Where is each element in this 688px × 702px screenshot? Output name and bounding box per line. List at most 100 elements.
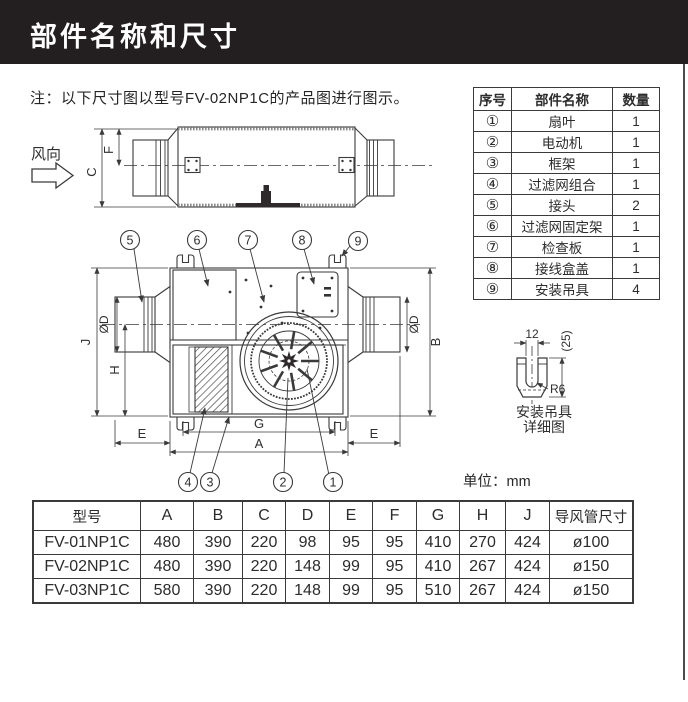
svg-text:9: 9: [355, 235, 362, 249]
fan-body-side: [124, 126, 432, 208]
duct-size: ø100: [549, 530, 634, 555]
cell: 410: [416, 554, 460, 579]
cell: 95: [372, 578, 417, 604]
cell: 510: [416, 578, 460, 604]
parts-table-header-row: 序号 部件名称 数量: [473, 87, 660, 111]
part-no: ②: [473, 131, 512, 153]
dim-label-b: B: [428, 338, 443, 347]
page-title: 部件名称和尺寸: [30, 22, 240, 52]
dim-label-c: C: [84, 167, 99, 176]
col-header-a: A: [140, 500, 194, 531]
table-row: FV-01NP1C 480 390 220 98 95 95 410 270 4…: [32, 530, 634, 555]
page-header-bar: 部件名称和尺寸: [0, 0, 688, 64]
note-text: 注：以下尺寸图以型号FV-02NP1C的产品图进行图示。: [30, 90, 410, 107]
side-view-dimensions: C F: [84, 128, 176, 208]
cell: 220: [242, 554, 286, 579]
col-header-d: D: [285, 500, 330, 531]
part-qty: 1: [612, 215, 660, 237]
dim-label-e-right: E: [370, 426, 379, 441]
part-qty: 1: [612, 257, 660, 279]
part-name: 过滤网组合: [511, 173, 613, 195]
part-no: ⑧: [473, 257, 512, 279]
cell: 98: [285, 530, 330, 555]
dim-label-f: F: [101, 146, 116, 154]
part-name: 扇叶: [511, 110, 613, 132]
dim-label-h: H: [107, 365, 122, 374]
dim-label-25: (25): [559, 330, 573, 351]
svg-text:5: 5: [127, 234, 134, 248]
cell: 95: [329, 530, 373, 555]
callout-7: 7: [237, 229, 259, 251]
model-name: FV-03NP1C: [32, 578, 141, 604]
mounting-hanger: [176, 254, 195, 269]
detail-caption-line1: 安装吊具: [516, 404, 572, 420]
unit-label: 单位：mm: [463, 474, 531, 490]
col-header-e: E: [329, 500, 373, 531]
part-no: ⑨: [473, 278, 512, 300]
cell: 148: [285, 554, 330, 579]
dim-label-e-left: E: [138, 426, 147, 441]
cell: 270: [459, 530, 506, 555]
dim-label-r6: R6: [550, 382, 566, 396]
col-header-h: H: [459, 500, 506, 531]
callout-leaders: [133, 245, 351, 476]
cell: 390: [193, 530, 243, 555]
cell: 95: [372, 530, 417, 555]
dim-label-od-left: ØD: [97, 315, 111, 333]
col-header-duct: 导风管尺寸: [549, 500, 634, 531]
fan-spokes: [260, 331, 319, 391]
part-name: 过滤网固定架: [511, 215, 613, 237]
cell: 480: [140, 554, 194, 579]
wind-direction: 风向: [31, 146, 75, 190]
mounting-hanger: [176, 416, 195, 431]
dim-label-a: A: [255, 436, 264, 451]
cell: 220: [242, 578, 286, 604]
part-qty: 4: [612, 278, 660, 300]
part-name: 框架: [511, 152, 613, 174]
hanger-bracket-shape: [516, 346, 548, 404]
part-qty: 1: [612, 236, 660, 258]
callout-balloons: 5 6 7 8 9 4 3 2 1: [119, 229, 369, 493]
svg-text:6: 6: [194, 234, 201, 248]
part-no: ④: [473, 173, 512, 195]
dims-table-header-row: 型号 A B C D E F G H J 导风管尺寸: [32, 500, 634, 531]
hanger-foot-side: [184, 156, 201, 174]
cell: 390: [193, 578, 243, 604]
part-no: ⑥: [473, 215, 512, 237]
svg-text:8: 8: [299, 234, 306, 248]
part-name: 接头: [511, 194, 613, 216]
cell: 424: [505, 578, 550, 604]
cell: 148: [285, 578, 330, 604]
cell: 267: [459, 554, 506, 579]
hanger-foot-side: [338, 156, 355, 174]
part-name: 安装吊具: [511, 278, 613, 300]
part-name: 接线盒盖: [511, 257, 613, 279]
part-qty: 1: [612, 173, 660, 195]
side-view-drawing: 风向: [31, 126, 432, 208]
fan-wheel: [239, 311, 339, 411]
part-no: ③: [473, 152, 512, 174]
callout-2: 2: [272, 471, 294, 493]
part-no: ①: [473, 110, 512, 132]
cell: 267: [459, 578, 506, 604]
col-header-c: C: [242, 500, 286, 531]
callout-9: 9: [347, 230, 369, 252]
duct-size: ø150: [549, 578, 634, 604]
table-row: FV-03NP1C 580 390 220 148 99 95 510 267 …: [32, 578, 634, 604]
detail-caption-line2: 详细图: [523, 419, 565, 435]
table-row: FV-02NP1C 480 390 220 148 99 95 410 267 …: [32, 554, 634, 579]
part-name: 电动机: [511, 131, 613, 153]
part-no: ⑤: [473, 194, 512, 216]
page-edge-line: [683, 64, 685, 680]
cell: 95: [372, 554, 417, 579]
part-qty: 1: [612, 131, 660, 153]
svg-text:2: 2: [280, 476, 287, 490]
cell: 424: [505, 554, 550, 579]
